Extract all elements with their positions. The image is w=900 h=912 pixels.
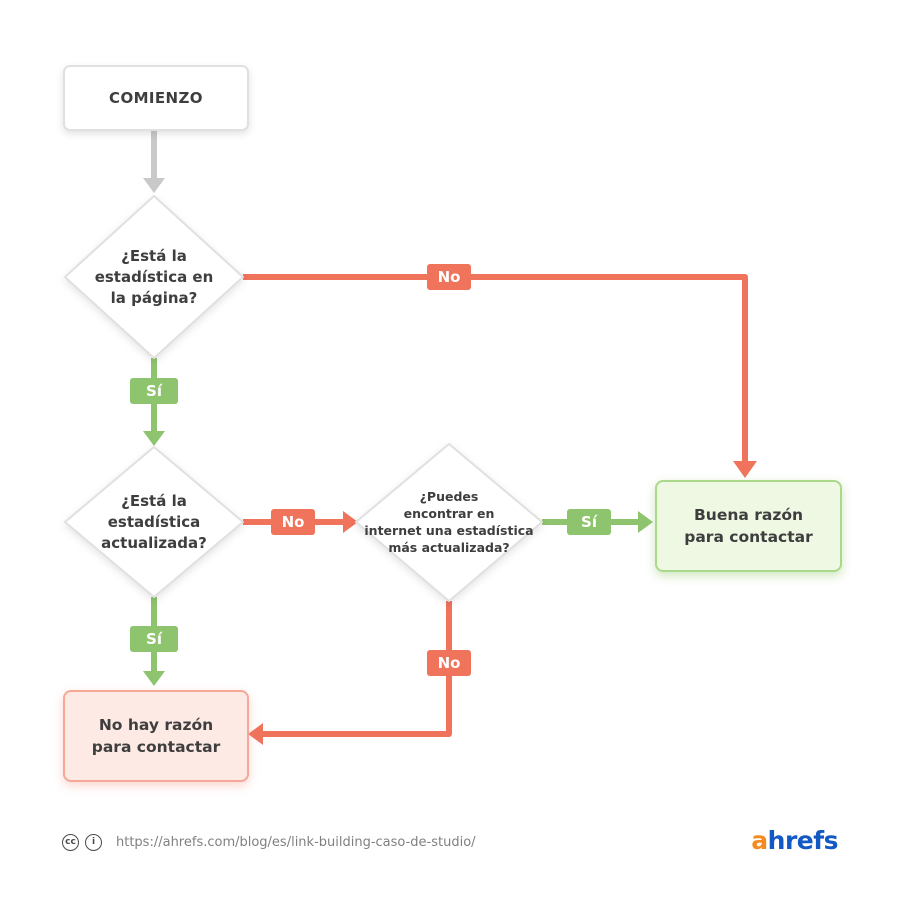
start-label: COMIENZO bbox=[109, 89, 203, 107]
yes-arrowhead-d2 bbox=[143, 431, 165, 446]
no-arrowhead-d3 bbox=[343, 511, 358, 533]
good-outcome-box: Buena razón para contactar bbox=[655, 480, 842, 572]
ahrefs-logo-rest: hrefs bbox=[767, 826, 839, 855]
ahrefs-logo: ahrefs bbox=[751, 826, 838, 856]
no-arrowhead-bad bbox=[248, 723, 263, 745]
no-badge-3: No bbox=[427, 650, 471, 676]
decision-2-shape bbox=[64, 446, 244, 598]
yes-arrowhead-bad bbox=[143, 671, 165, 686]
source-url: https://ahrefs.com/blog/es/link-building… bbox=[116, 834, 476, 850]
attribution-icon: i bbox=[85, 833, 102, 851]
yes-badge-2: Sí bbox=[130, 626, 178, 652]
start-node: COMIENZO bbox=[63, 65, 249, 131]
decision-3-text: ¿Puedes encontrar en internet una estadí… bbox=[364, 489, 534, 555]
decision-1-text: ¿Está la estadística en la página? bbox=[94, 247, 214, 307]
yes-badge-1: Sí bbox=[130, 378, 178, 404]
decision-3-shape bbox=[355, 443, 543, 602]
yes-badge-3: Sí bbox=[567, 509, 611, 535]
yes-arrowhead-good bbox=[638, 511, 653, 533]
start-arrowhead bbox=[143, 178, 165, 193]
no-arrowhead-good bbox=[733, 461, 757, 478]
cc-icon: cc bbox=[62, 833, 79, 851]
ahrefs-logo-a: a bbox=[751, 826, 768, 855]
no-badge-1: No bbox=[427, 264, 471, 290]
decision-1-shape bbox=[64, 195, 244, 359]
decision-2-text: ¿Está la estadística actualizada? bbox=[101, 492, 207, 552]
no-badge-2: No bbox=[271, 509, 315, 535]
no-path-d1-to-good bbox=[243, 274, 748, 463]
footer-attribution: cc i https://ahrefs.com/blog/es/link-bui… bbox=[62, 832, 476, 852]
bad-outcome-box: No hay razón para contactar bbox=[63, 690, 249, 782]
no-path-d3-to-bad bbox=[261, 601, 452, 737]
